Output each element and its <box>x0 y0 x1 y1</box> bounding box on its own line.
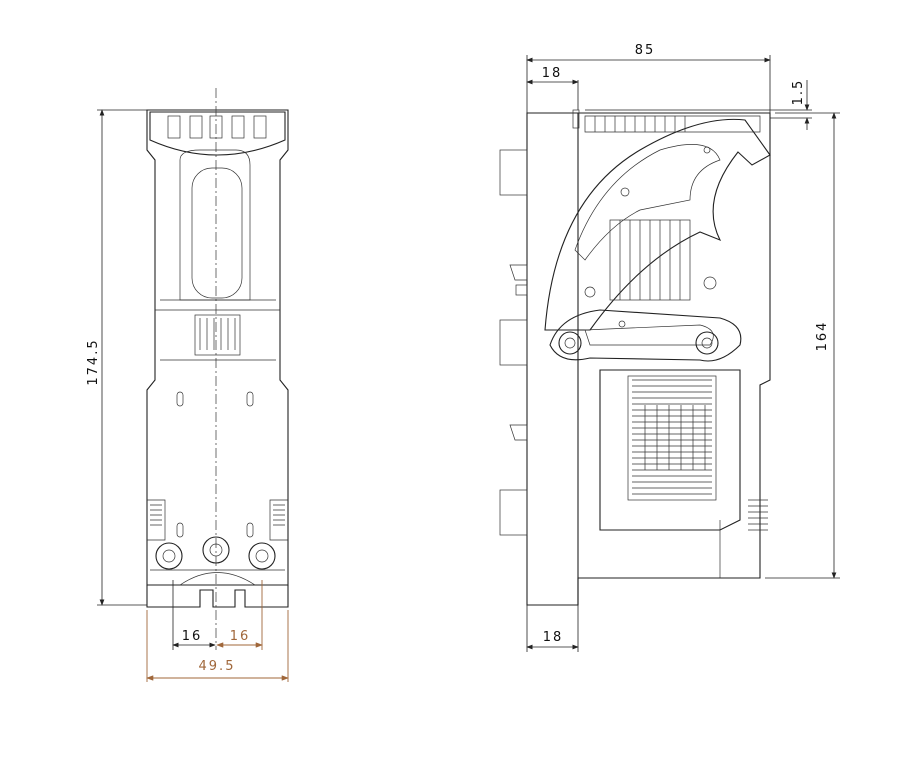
width-dim-label: 49.5 <box>199 659 236 674</box>
side-height-label: 164 <box>815 321 830 352</box>
top-gap-label: 1.5 <box>791 79 806 106</box>
side-height-dimension: 164 <box>765 112 840 579</box>
side-top-offset-dimension: 18 <box>526 66 579 110</box>
connector-terminals <box>155 536 276 570</box>
top-offset-label: 18 <box>542 66 563 81</box>
front-view <box>146 88 289 650</box>
lower-housing <box>599 369 768 578</box>
front-pitch-dimensions: 16 16 <box>172 580 263 650</box>
front-height-dimension: 174.5 <box>86 109 147 606</box>
depth-dim-label: 85 <box>635 43 656 58</box>
heatsink-fins-upper <box>609 219 691 301</box>
side-view <box>499 109 771 606</box>
bottom-offset-label: 18 <box>543 630 564 645</box>
front-width-dimension: 49.5 <box>146 610 289 682</box>
pitch-right-label: 16 <box>230 629 251 644</box>
top-fins <box>572 109 761 133</box>
side-top-gap-dimension: 1.5 <box>585 79 812 130</box>
pitch-left-label: 16 <box>182 629 203 644</box>
side-depth-dimension: 85 <box>526 43 771 113</box>
height-dim-label: 174.5 <box>86 338 101 385</box>
side-bottom-offset-dimension: 18 <box>526 605 579 652</box>
lever-arm <box>544 118 771 362</box>
